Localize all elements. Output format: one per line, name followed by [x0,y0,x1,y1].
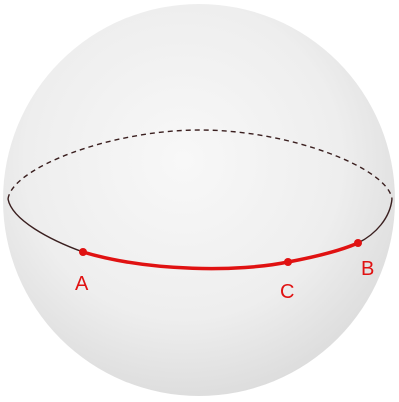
point-a-marker [79,248,87,256]
point-c-label: C [280,281,294,303]
point-c-marker [284,258,292,266]
arc-ab [81,241,360,271]
great-circle-front-left [7,198,84,253]
great-circle-back-dashed [7,129,393,200]
point-b-label: B [361,258,374,280]
great-circle-front-right [357,198,393,244]
point-a-label: A [75,273,89,295]
sphere [3,4,395,396]
point-b-marker [354,239,362,247]
